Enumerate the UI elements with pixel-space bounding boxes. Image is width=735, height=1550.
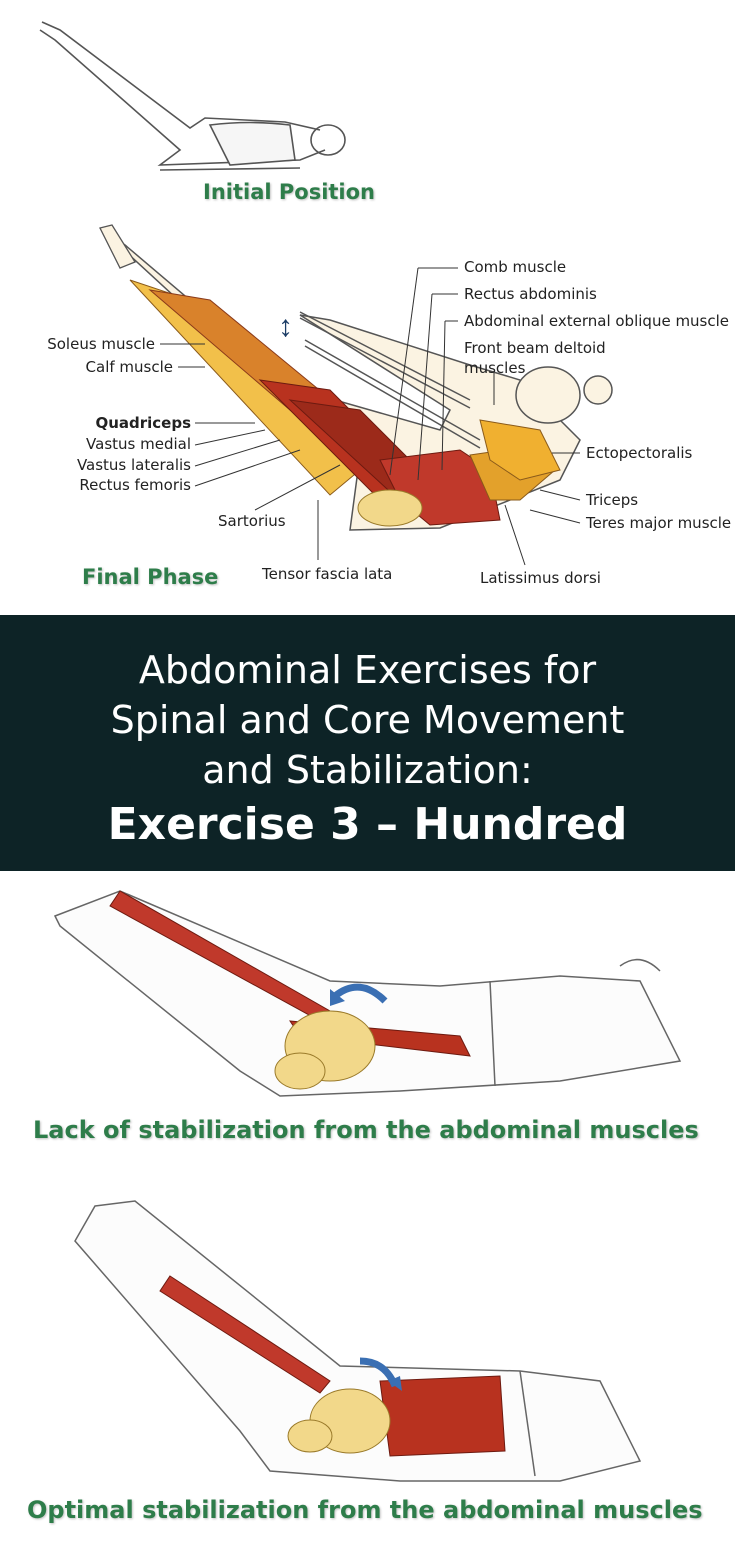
label-latissimus-dorsi: Latissimus dorsi <box>480 569 601 587</box>
anatomy-illustration-section: ↕ Initial Position Final Phase Soleus mu… <box>0 0 735 615</box>
optimal-stabilization-section: Optimal stabilization from the abdominal… <box>0 1181 735 1550</box>
lack-stabilization-drawing <box>53 890 682 1097</box>
label-triceps: Triceps <box>586 491 639 509</box>
rotation-arrow-icon <box>332 983 388 1004</box>
label-external-oblique: Abdominal external oblique muscle <box>464 312 730 330</box>
label-teres-major: Teres major muscle <box>586 514 732 532</box>
final-phase-figure <box>99 224 613 531</box>
lack-stabilization-section: Lack of stabilization from the abdominal… <box>0 871 735 1181</box>
label-tensor-fascia-lata: Tensor fascia lata <box>262 565 393 583</box>
label-vastus-lateralis: Vastus lateralis <box>76 456 191 474</box>
label-front-deltoid-line2: muscles <box>464 359 526 377</box>
label-comb-muscle: Comb muscle <box>464 258 567 276</box>
exercise-title: Exercise 3 – Hundred <box>107 799 628 850</box>
label-rectus-femoris: Rectus femoris <box>79 476 191 494</box>
final-phase-caption: Final Phase <box>82 565 219 589</box>
initial-position-caption: Initial Position <box>203 180 376 204</box>
banner-line-3: and Stabilization: <box>202 748 533 792</box>
label-calf: Calf muscle <box>85 358 173 376</box>
hundred-exercise-drawing <box>39 21 613 566</box>
optimal-stabilization-caption: Optimal stabilization from the abdominal… <box>27 1496 703 1524</box>
optimal-stabilization-drawing <box>74 1200 642 1482</box>
label-ectopectoralis: Ectopectoralis <box>586 444 693 462</box>
initial-position-figure <box>39 21 346 171</box>
label-vastus-medial: Vastus medial <box>86 435 191 453</box>
up-down-arrow-icon: ↕ <box>278 310 293 343</box>
label-rectus-abdominis: Rectus abdominis <box>464 285 597 303</box>
label-front-deltoid-line1: Front beam deltoid <box>464 339 606 357</box>
banner-line-2: Spinal and Core Movement <box>110 698 625 742</box>
lack-stabilization-caption: Lack of stabilization from the abdominal… <box>33 1116 699 1144</box>
label-sartorius: Sartorius <box>218 512 286 530</box>
label-soleus: Soleus muscle <box>47 335 155 353</box>
label-quadriceps: Quadriceps <box>95 414 191 432</box>
title-banner: Abdominal Exercises for Spinal and Core … <box>0 615 735 871</box>
leader-lines <box>160 267 581 566</box>
banner-line-1: Abdominal Exercises for <box>138 648 597 692</box>
